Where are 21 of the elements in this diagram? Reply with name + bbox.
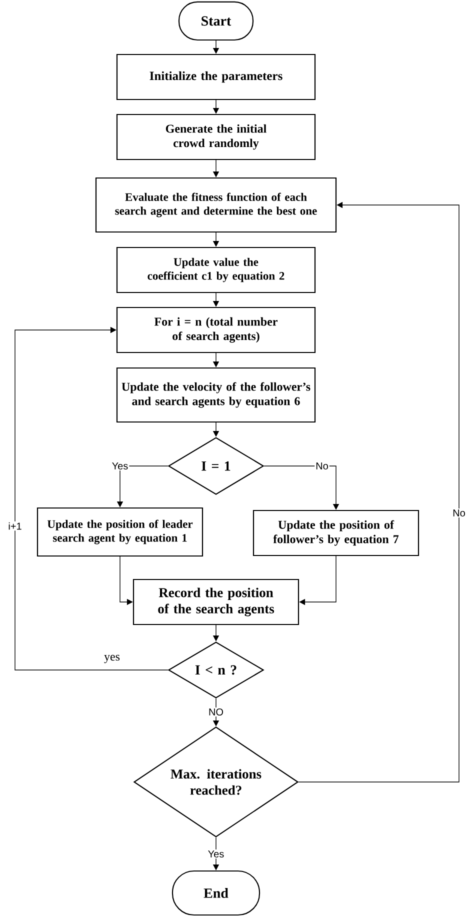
edge-label: NO [208, 707, 224, 717]
arrow [14, 326, 168, 670]
edge-label: yes [103, 654, 121, 664]
edge-label: Yes [110, 462, 130, 470]
process-box: Record the position of the search agents [132, 578, 300, 626]
process-box: Evaluate the fitness function of each search agent and determine the best one [95, 177, 337, 233]
process-box: For i = n (total number of search agents) [116, 306, 316, 354]
process-box: Generate the initial crowd randomly [116, 114, 316, 160]
loop-label: i+1 [7, 521, 23, 531]
arrow [299, 556, 336, 606]
edge-label: No [314, 462, 330, 470]
process-box: Update the velocity of the follower’s and search agents by equation 6 [116, 367, 316, 423]
edge-label: Yes [206, 850, 226, 858]
process-box: Update the position of leader search agent by equation 1 [36, 507, 204, 557]
terminal-pill: End [172, 870, 260, 916]
arrow [264, 466, 340, 510]
process-box: Update value the coefficient c1 by equation 2 [116, 246, 316, 294]
terminal-pill: Start [178, 1, 254, 41]
edge-label: No [452, 508, 466, 518]
process-box: Update the position of follower’s by equation 7 [252, 510, 420, 556]
process-box: Initialize the parameters [116, 54, 316, 100]
